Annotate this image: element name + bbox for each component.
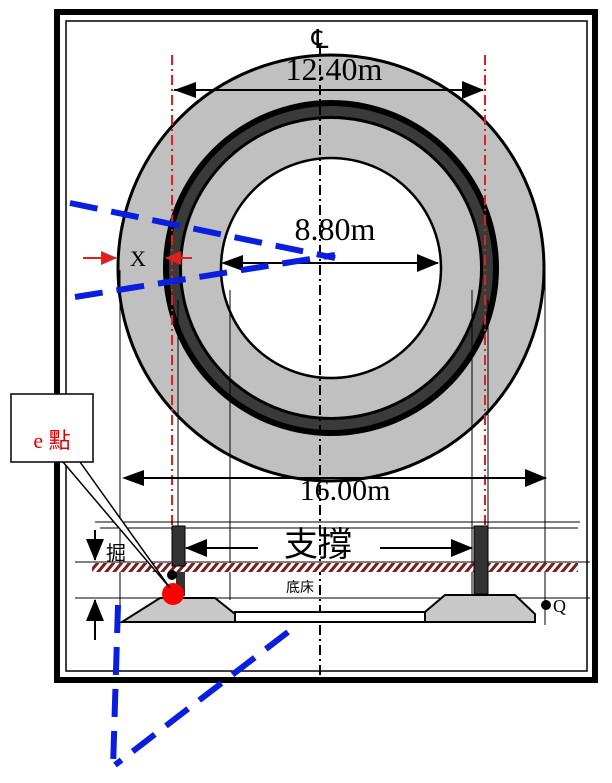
inner-diameter-label: 8.80m	[295, 211, 376, 247]
tunnel-ring	[116, 53, 546, 483]
point-e-label: e 點	[33, 428, 70, 453]
left-strut-post	[171, 525, 186, 567]
total-width-left-arrow	[122, 470, 144, 486]
excavation-label: 掘	[106, 542, 126, 565]
point-q-label: Q	[553, 596, 566, 616]
total-width-label: 16.00m	[300, 474, 391, 507]
blue-dashed-lines	[69, 200, 336, 769]
outer-frame	[54, 9, 598, 683]
left-footing	[118, 597, 236, 623]
base-label: 底床	[286, 580, 314, 596]
centerline-symbol: ℄	[311, 25, 329, 54]
inner-frame	[65, 20, 588, 672]
strut-label: 支撐	[284, 526, 352, 564]
inner-diameter-left-arrow	[221, 255, 243, 271]
outer-span-left-arrow	[174, 82, 196, 98]
point-e-small-dot	[167, 570, 177, 580]
point-e-marker	[162, 583, 184, 605]
point-q-dot	[541, 600, 551, 610]
right-strut-post	[473, 525, 489, 595]
outer-span-label: 12.40m	[286, 51, 383, 87]
offset-x-label: X	[130, 246, 146, 271]
right-footing	[424, 594, 536, 623]
point-e-callout: e 點	[10, 393, 171, 589]
ground-surface-hatch	[92, 563, 578, 572]
base-slab	[234, 611, 426, 623]
left-strut-post-lower	[176, 572, 185, 596]
